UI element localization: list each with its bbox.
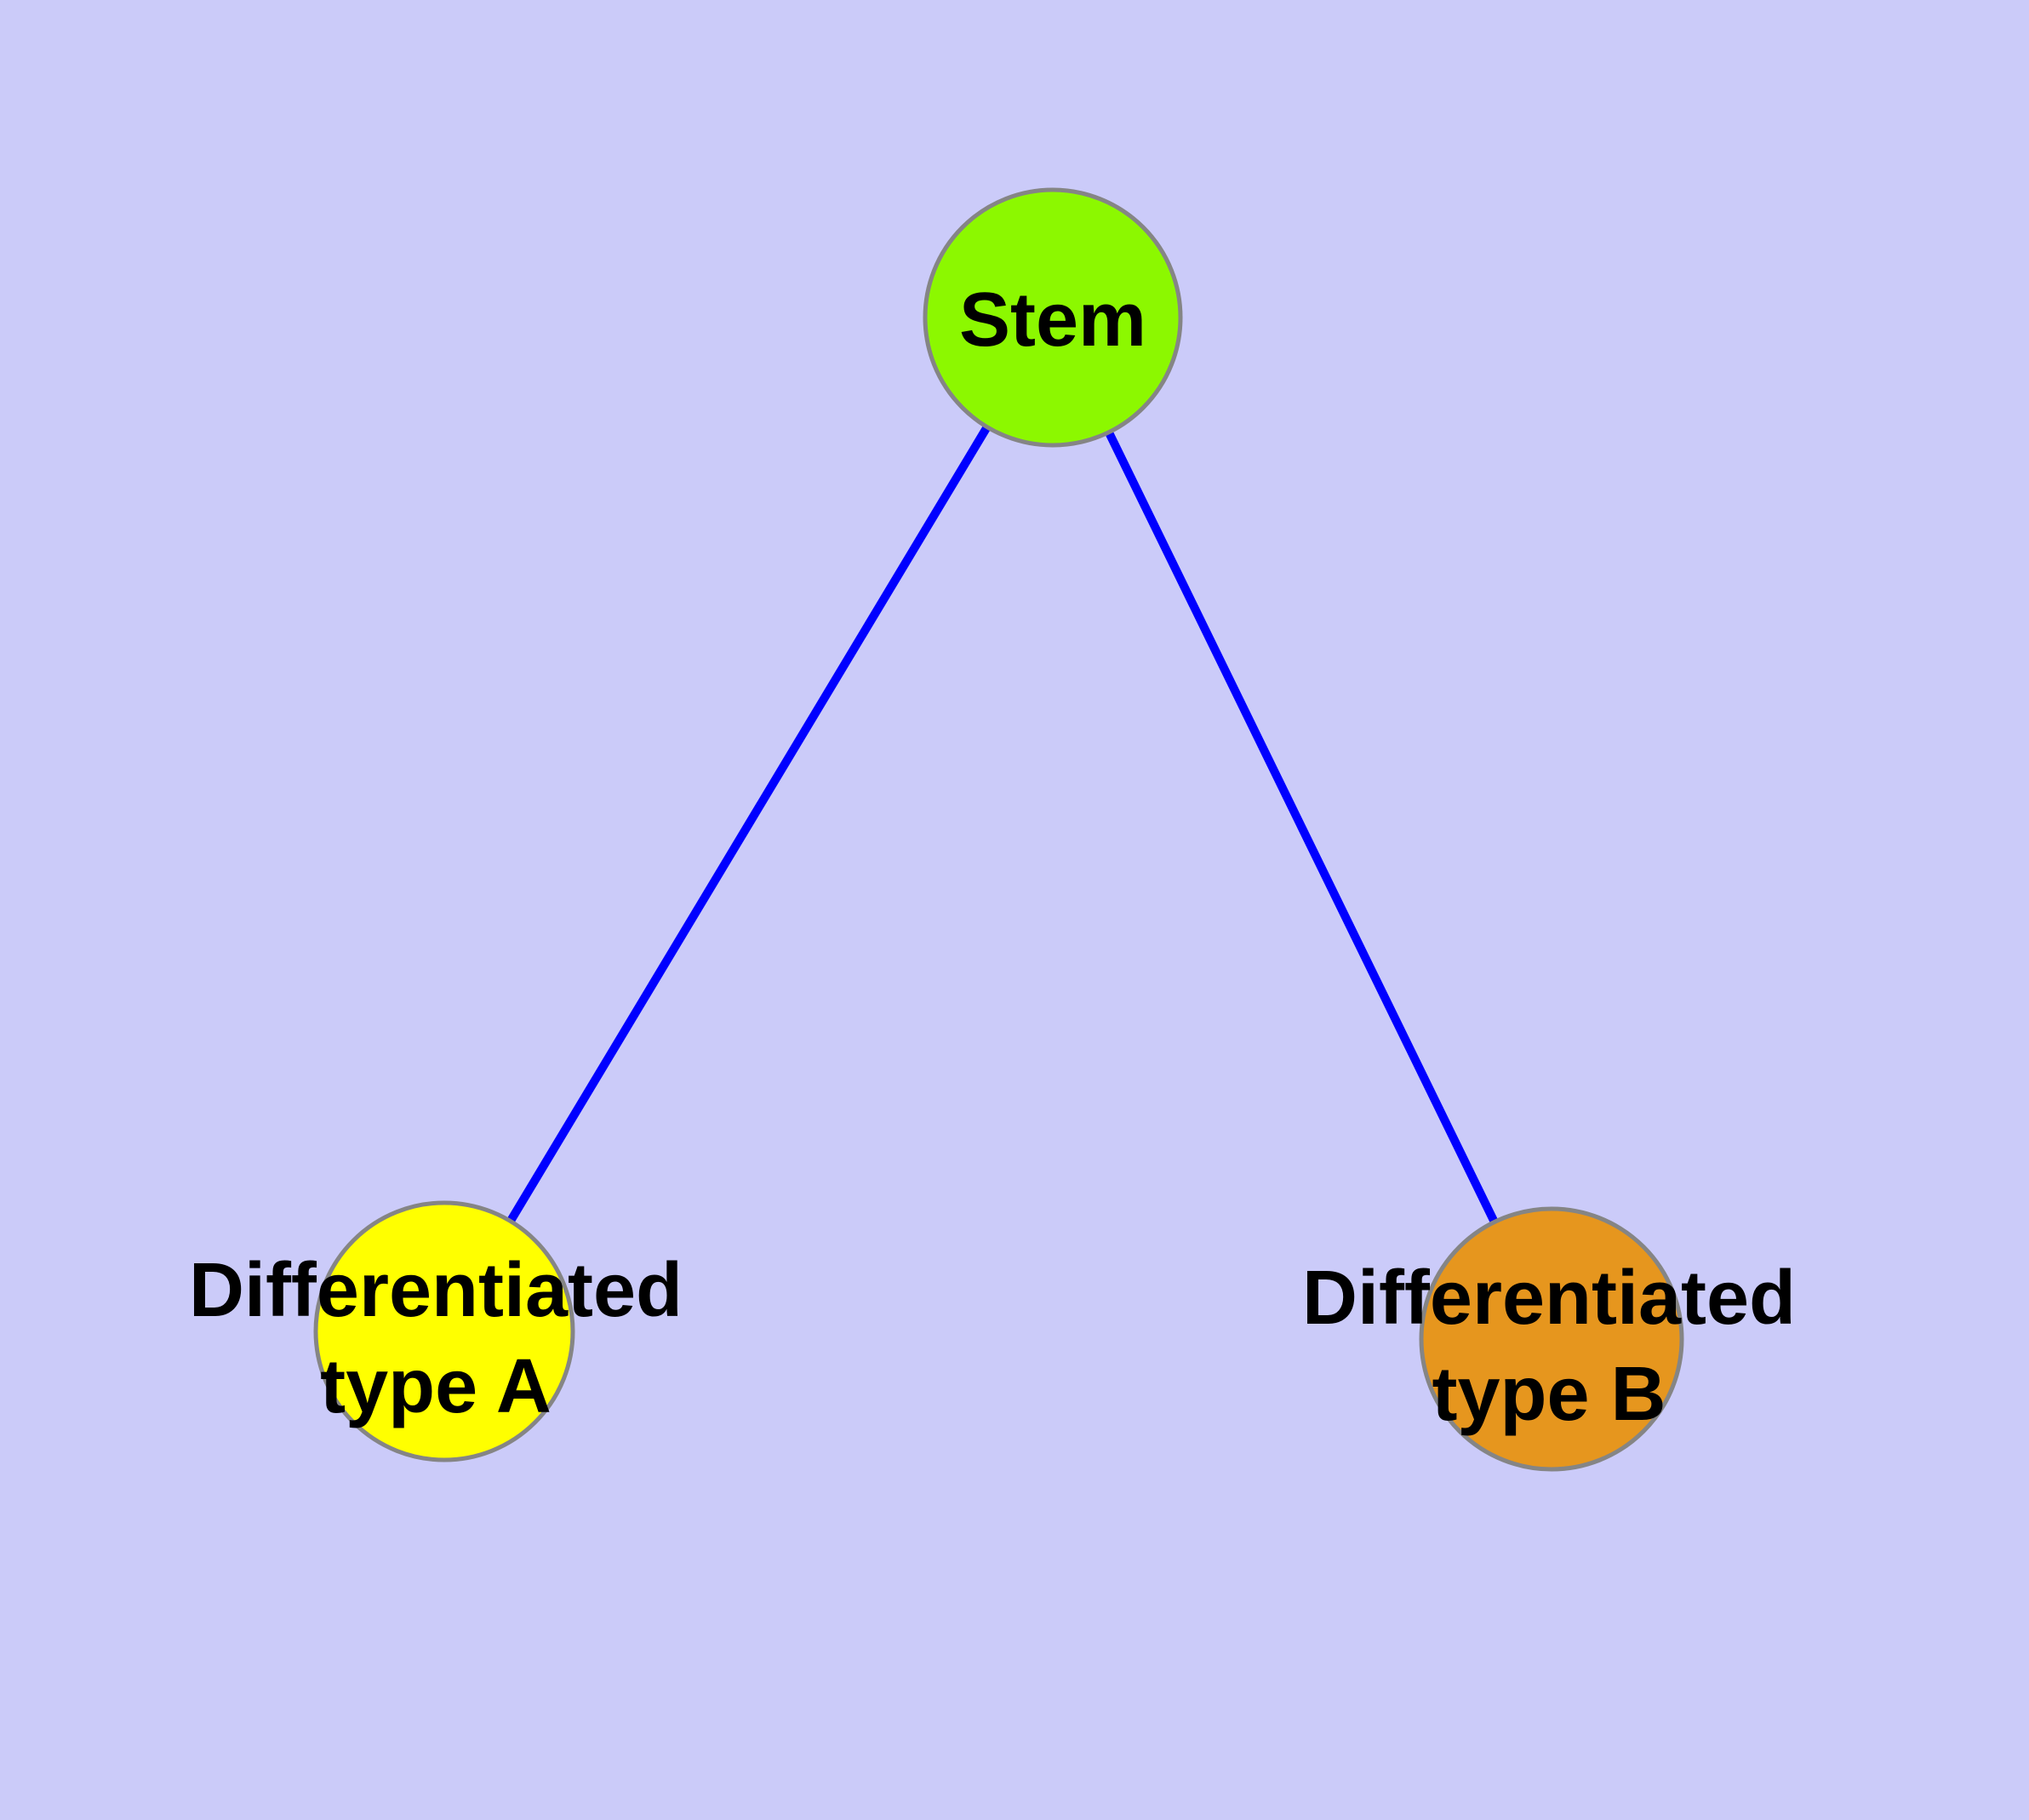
edge-stem-to-type-a bbox=[440, 315, 1057, 1334]
node-type-b-label-line2: type B bbox=[1432, 1352, 1666, 1437]
node-stem bbox=[923, 187, 1183, 448]
node-type-a-label-line1: Differentiated bbox=[189, 1248, 683, 1333]
node-type-a-label-line2: type A bbox=[320, 1344, 552, 1429]
node-differentiated-type-a bbox=[313, 1200, 575, 1462]
node-differentiated-type-b bbox=[1419, 1206, 1684, 1472]
edge-stem-to-type-b bbox=[1049, 315, 1556, 1342]
node-type-b-label-line1: Differentiated bbox=[1302, 1256, 1796, 1341]
node-stem-label: Stem bbox=[959, 278, 1146, 363]
